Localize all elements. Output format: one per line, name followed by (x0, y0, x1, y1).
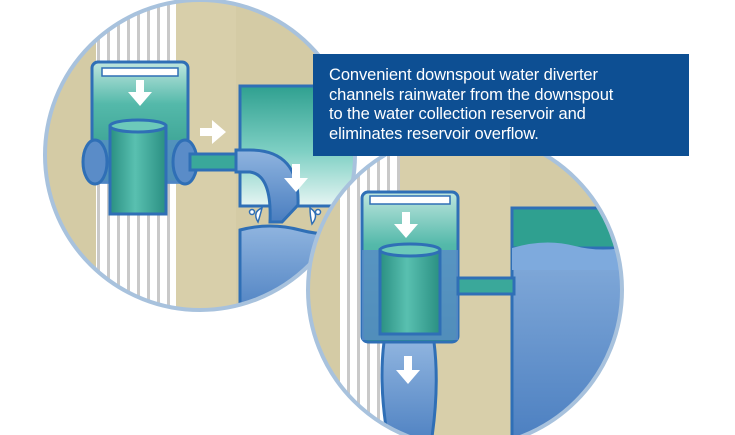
inner-filter-cylinder (378, 248, 442, 336)
down-arrow-icon (394, 212, 418, 238)
caption-box: Convenient downspout water diverter chan… (313, 54, 689, 156)
caption-line-1: Convenient downspout water diverter (329, 66, 598, 84)
inner-filter-cylinder (108, 124, 168, 216)
right-circle-scene (306, 131, 624, 435)
connector-hose (188, 152, 238, 172)
connector-hose (456, 276, 516, 296)
down-arrow-icon (284, 164, 308, 192)
outlet-spout (234, 148, 300, 224)
right-arrow-icon (200, 120, 226, 144)
down-arrow-icon (396, 356, 420, 384)
down-arrow-icon (128, 80, 152, 106)
caption-line-4: eliminates reservoir overflow. (329, 124, 539, 143)
caption-line-2: channels rainwater from the downspout (329, 85, 614, 104)
downspout-overflow (380, 340, 438, 435)
caption-line-3: to the water collection reservoir and (329, 105, 586, 123)
splash-icon (248, 206, 322, 226)
